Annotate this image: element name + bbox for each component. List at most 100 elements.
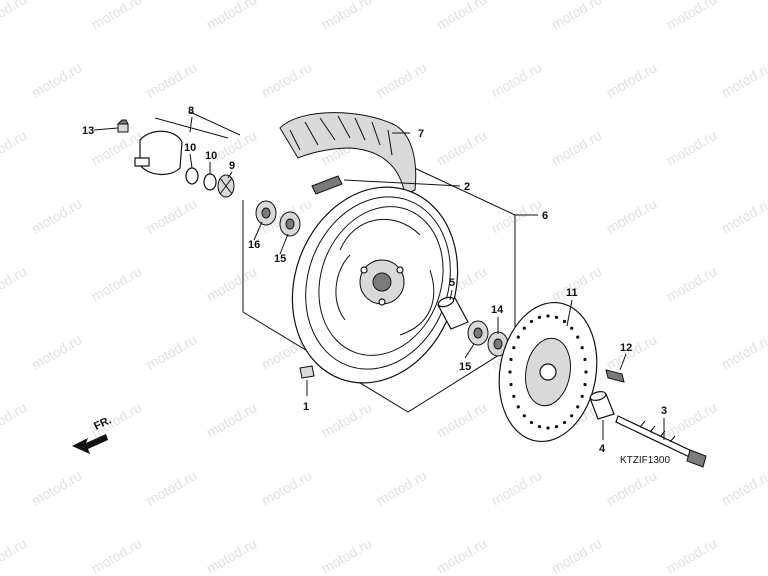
watermark-text: motod.ru xyxy=(144,59,200,100)
disc-bolt xyxy=(605,369,625,383)
disc-hole xyxy=(516,405,520,409)
speedometer-gear xyxy=(217,174,235,198)
wheel-rim xyxy=(291,186,459,384)
speedometer-gearbox xyxy=(134,130,183,175)
callout-2: 2 xyxy=(464,181,470,193)
watermark-text: motod.ru xyxy=(374,59,430,100)
watermark-text: motod.ru xyxy=(664,0,720,33)
callouts: 13 8 10 10 9 16 15 7 2 6 5 14 15 11 12 3… xyxy=(82,105,667,455)
disc-hole xyxy=(570,414,574,418)
watermark-text: motod.ru xyxy=(434,535,490,576)
watermark-text: motod.ru xyxy=(719,195,768,236)
disc-hole xyxy=(537,425,542,429)
disc-hole xyxy=(522,414,526,418)
watermark-text: motod.ru xyxy=(664,263,720,304)
watermark-text: motod.ru xyxy=(434,399,490,440)
watermark-text: motod.ru xyxy=(204,0,260,33)
disc-hole xyxy=(537,315,542,319)
callout-6: 6 xyxy=(542,210,548,222)
watermark-text: motod.ru xyxy=(664,127,720,168)
disc-hole xyxy=(583,357,587,362)
watermark-text: motod.ru xyxy=(489,59,545,100)
bearing-left xyxy=(255,200,301,237)
diagram-code: KTZIF1300 xyxy=(620,455,670,466)
disc-hole xyxy=(546,314,550,318)
watermark-text: motod.ru xyxy=(29,467,85,508)
watermark-text: motod.ru xyxy=(0,535,29,576)
watermark-text: motod.ru xyxy=(204,535,260,576)
watermark-text: motod.ru xyxy=(489,467,545,508)
watermark-text: motod.ru xyxy=(204,263,260,304)
watermark-text: motod.ru xyxy=(664,399,720,440)
disc-hole xyxy=(583,382,587,387)
watermark-text: motod.ru xyxy=(719,331,768,372)
watermark-text: motod.ru xyxy=(549,535,605,576)
dust-seals xyxy=(185,167,217,191)
callout-16: 16 xyxy=(248,239,260,251)
disc-hole xyxy=(576,335,580,339)
watermark-text: motod.ru xyxy=(29,59,85,100)
disc-hole xyxy=(509,382,513,387)
disc-hole xyxy=(580,346,584,350)
watermark-text: motod.ru xyxy=(319,0,375,33)
watermark-text: motod.ru xyxy=(259,59,315,100)
watermark-text: motod.ru xyxy=(549,0,605,33)
callout-8: 8 xyxy=(188,105,194,117)
watermark-text: motod.ru xyxy=(604,467,660,508)
tire xyxy=(279,112,417,196)
watermark-text: motod.ru xyxy=(374,467,430,508)
callout-10a: 10 xyxy=(184,142,196,154)
clip xyxy=(299,365,315,379)
watermark-text: motod.ru xyxy=(604,59,660,100)
assembly-outline xyxy=(154,111,516,413)
disc-hole xyxy=(562,420,567,425)
disc-hole xyxy=(516,335,520,339)
watermark-text: motod.ru xyxy=(719,59,768,100)
disc-hole xyxy=(512,394,516,398)
watermark-text: motod.ru xyxy=(89,263,145,304)
watermark-text: motod.ru xyxy=(29,195,85,236)
watermark-text: motod.ru xyxy=(204,399,260,440)
disc-hole xyxy=(570,326,574,330)
watermark-text: motod.ru xyxy=(144,195,200,236)
disc-hole xyxy=(562,319,567,324)
watermark-text: motod.ru xyxy=(259,467,315,508)
callout-14: 14 xyxy=(491,304,504,316)
callout-12: 12 xyxy=(620,342,632,354)
watermark-text: motod.ru xyxy=(319,399,375,440)
watermark-text: motod.ru xyxy=(434,127,490,168)
watermark-text: motod.ru xyxy=(29,331,85,372)
disc-hole xyxy=(508,370,512,374)
watermark-text: motod.ru xyxy=(664,535,720,576)
watermark-text: motod.ru xyxy=(0,263,29,304)
callout-11: 11 xyxy=(566,287,578,299)
callout-10b: 10 xyxy=(205,150,217,162)
disc-hole xyxy=(512,346,516,350)
side-collar xyxy=(589,391,615,420)
callout-7: 7 xyxy=(418,128,424,140)
disc-hole xyxy=(522,326,526,330)
callout-5: 5 xyxy=(449,277,455,289)
disc-hole xyxy=(580,394,584,398)
watermark-text: motod.ru xyxy=(0,0,29,33)
disc-hole xyxy=(529,420,534,425)
callout-15a: 15 xyxy=(274,253,286,265)
screw-13 xyxy=(116,119,129,133)
valve-stem xyxy=(311,175,343,195)
disc-hole xyxy=(584,370,588,374)
callout-15b: 15 xyxy=(459,361,471,373)
brake-disc xyxy=(498,301,598,443)
watermark-text: motod.ru xyxy=(0,399,29,440)
callout-9: 9 xyxy=(229,160,235,172)
disc-hole xyxy=(554,315,559,319)
watermark-text: motod.ru xyxy=(549,127,605,168)
disc-hole xyxy=(509,357,513,362)
front-axle xyxy=(615,415,707,468)
watermark-text: motod.ru xyxy=(0,127,29,168)
watermark-text: motod.ru xyxy=(604,195,660,236)
watermark-text: motod.ru xyxy=(144,467,200,508)
callout-4: 4 xyxy=(599,443,606,455)
watermark-text: motod.ru xyxy=(489,195,545,236)
disc-hole xyxy=(554,425,559,429)
